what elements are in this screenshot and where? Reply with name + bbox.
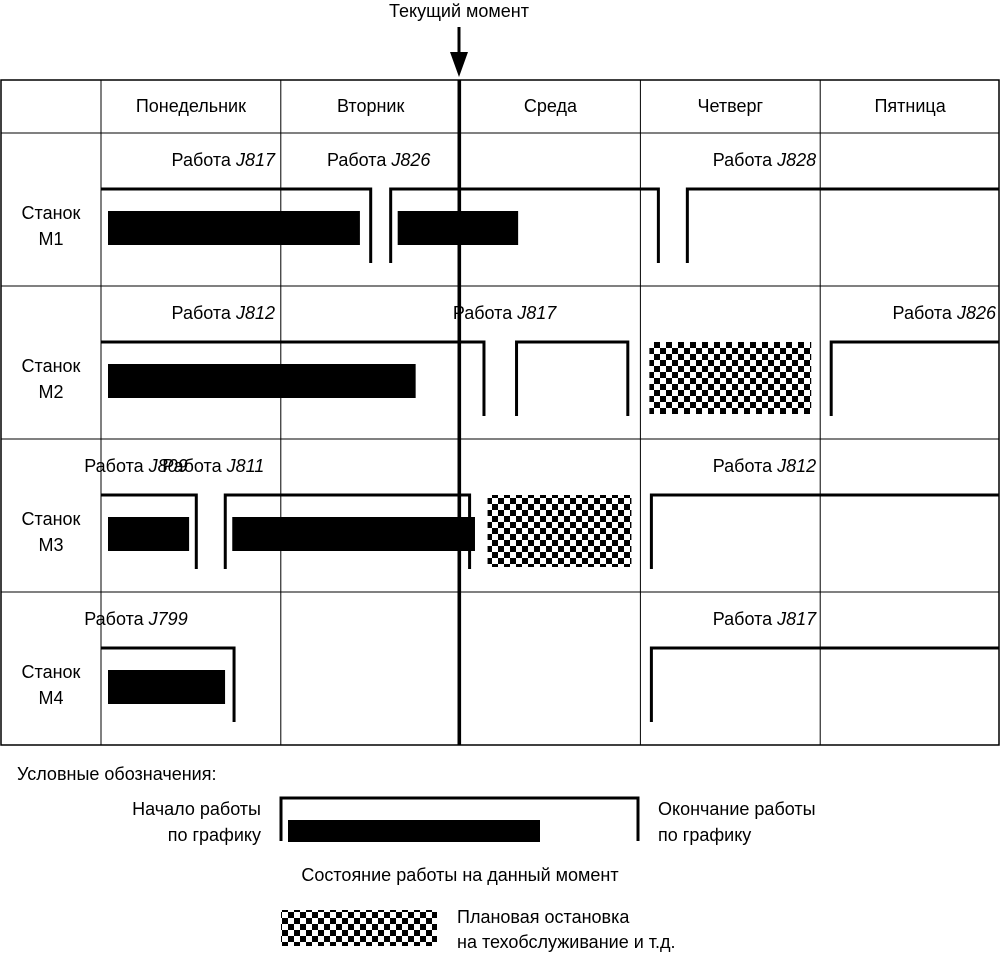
job-label-id: J826 [956,303,997,323]
current-moment-arrow-icon [450,27,468,77]
job-label-word: Работа [893,303,957,323]
job-label-id: J812 [235,303,275,323]
job-progress-bar [108,364,416,398]
job-label-id: J826 [390,150,431,170]
job-label-word: Работа [327,150,391,170]
job-label-id: J811 [226,456,265,476]
legend-schedule-bracket [279,796,640,841]
job-progress-bar [232,517,475,551]
job-label: Работа J826 [893,303,997,323]
day-header: Пятница [874,96,946,116]
job-label: Работа J826 [327,150,431,170]
job-label-id: J817 [235,150,276,170]
job-label: Работа J809 [84,456,187,476]
job-label: Работа J812 [172,303,275,323]
job-progress-bar [108,517,190,551]
day-header: Среда [524,96,578,116]
job-label-id: J809 [148,456,188,476]
machine-label-id: M3 [38,535,63,555]
job-label-id: J828 [776,150,816,170]
day-header: Понедельник [136,96,246,116]
job-schedule-bracket [101,187,373,263]
job-schedule-bracket [515,340,630,416]
job-label: Работа J812 [713,456,816,476]
job-schedule-bracket [685,187,999,263]
maintenance-block [487,495,632,567]
job-label-id: J799 [148,609,188,629]
job-label-id: J817 [776,609,817,629]
machine-label: Станок [22,509,81,529]
job-schedule-bracket [649,646,999,722]
job-label: Работа J811 [162,456,264,476]
job-progress-bar [108,211,360,245]
machine-label: Станок [22,203,81,223]
job-label-word: Работа [172,150,236,170]
legend-start-label-2: по графику [168,825,261,845]
legend-maintenance-label-2: на техобслуживание и т.д. [457,932,676,952]
job-label: Работа J828 [713,150,816,170]
legend: Условные обозначения: Начало работы по г… [17,764,816,952]
machine-label-id: M1 [38,229,63,249]
legend-progress-label: Состояние работы на данный момент [301,865,618,885]
day-header: Четверг [697,96,763,116]
machine-label: Станок [22,662,81,682]
grid-border [0,79,1000,746]
job-schedule-bracket [649,493,999,569]
machine-label-id: M4 [38,688,63,708]
legend-end-label: Окончание работы [658,799,816,819]
legend-end-label-2: по графику [658,825,751,845]
machine-label: Станок [22,356,81,376]
job-label-word: Работа [713,150,777,170]
job-label: Работа J799 [84,609,187,629]
job-label: Работа J817 [453,303,557,323]
job-schedule-bracket [101,340,486,416]
job-schedule-bracket [389,187,660,263]
legend-title: Условные обозначения: [17,764,216,784]
job-label-word: Работа [172,303,236,323]
day-headers: Понедельник Вторник Среда Четверг Пятница [136,96,947,116]
job-progress-bar [108,670,226,704]
machine-label-id: M2 [38,382,63,402]
job-label-word: Работа [713,609,777,629]
legend-progress-bar [288,820,540,842]
job-schedule-bracket [101,646,236,722]
legend-maintenance-swatch [281,910,437,946]
job-label-id: J817 [516,303,557,323]
current-moment-label: Текущий момент [389,1,529,21]
legend-maintenance-label: Плановая остановка [457,907,630,927]
job-label-id: J812 [776,456,816,476]
job-schedule-bracket [101,493,198,569]
day-header: Вторник [337,96,404,116]
schedule-grid [0,79,1000,746]
job-label-word: Работа [84,456,148,476]
job-label-word: Работа [162,456,226,476]
job-label: Работа J817 [713,609,817,629]
job-label: Работа J817 [172,150,276,170]
job-label-word: Работа [84,609,148,629]
maintenance-block [649,342,812,414]
job-label-word: Работа [713,456,777,476]
job-schedule-bracket [829,340,999,416]
job-label-word: Работа [453,303,517,323]
legend-start-label: Начало работы [132,799,261,819]
